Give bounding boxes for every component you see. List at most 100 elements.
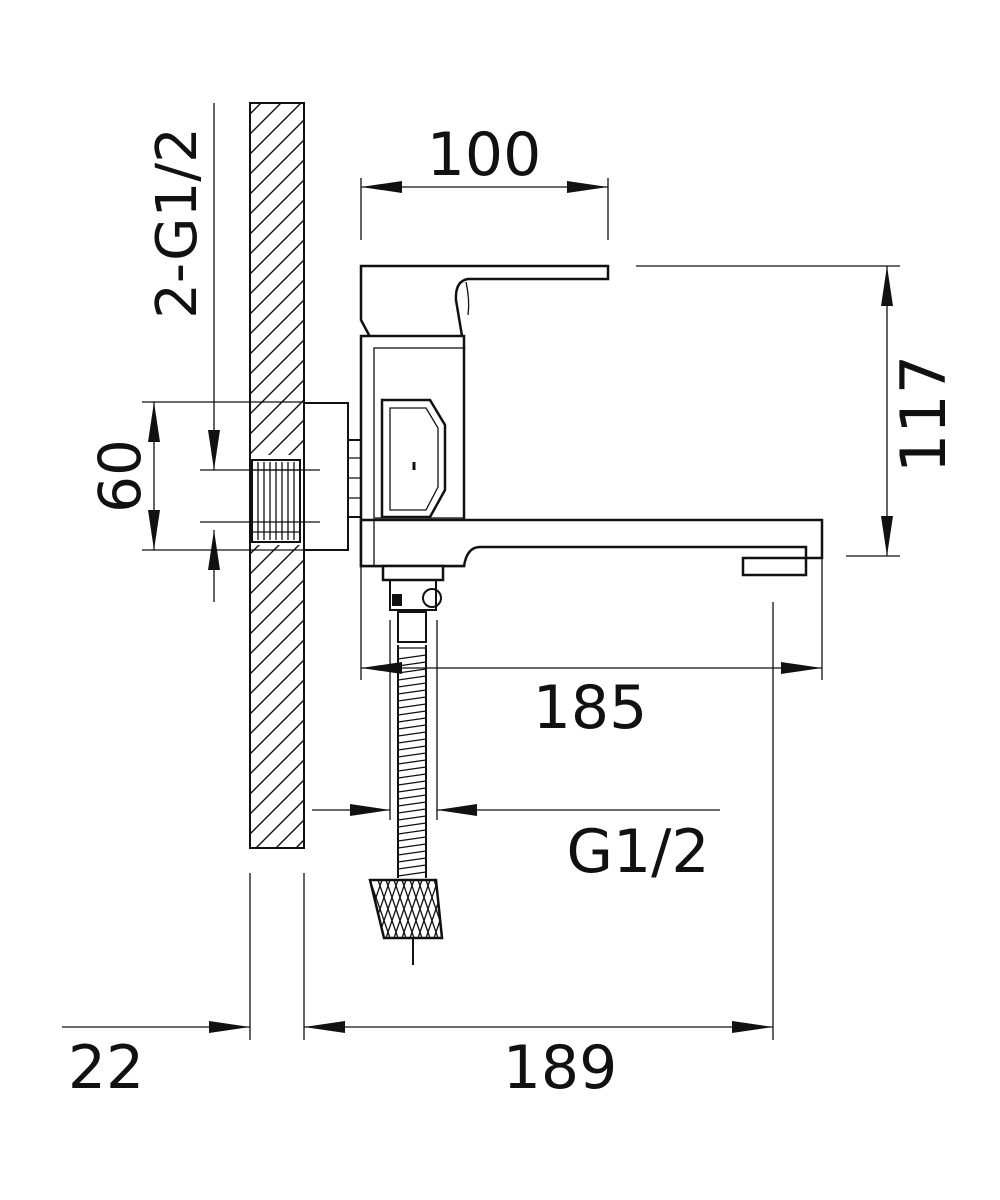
hatch-line [250,219,304,275]
knurl-line [385,880,407,938]
hatch-line [250,259,304,315]
label-top-width: 100 [427,120,542,190]
flexible-hose [368,611,444,965]
hatch-line [250,539,304,595]
hatch-line [250,759,304,815]
braid-line [397,857,427,863]
cartridge-window [380,398,447,519]
label-hose-thread: G1/2 [566,817,709,887]
dimension-inlet-thread: 2-G1/2 [145,103,320,602]
knurl-line [417,880,439,938]
hatch-line [250,103,282,135]
braid-line [397,850,427,856]
hatch-line [250,139,304,195]
hose-braiding [397,654,427,877]
braid-line [397,773,427,779]
dimension-height: 117 [636,265,960,557]
hatch-line [250,359,304,415]
braid-line [397,696,427,702]
aerator [741,556,808,577]
label-height: 117 [887,355,960,473]
dimension-spout-length: 185 [360,558,823,743]
hatch-line [250,239,304,295]
dimension-inlet-spacing: 60 [86,401,304,551]
braid-line [397,689,427,695]
braid-line [397,759,427,765]
braid-line [397,682,427,688]
hatch-line [250,103,262,115]
braid-line [397,801,427,807]
knurl-line [441,880,442,938]
knurl-line [409,880,431,938]
hatch-line [250,299,304,355]
hatch-line [250,119,304,175]
handle-curve [465,281,470,316]
label-spout-length: 185 [533,673,648,743]
threaded-nipple [251,459,301,543]
knurl-line [425,880,442,938]
braid-line [397,745,427,751]
hatch-line [250,679,304,735]
hatch-line [250,199,304,255]
hatch-line [250,860,304,914]
braid-line [397,654,427,660]
hatch-line [250,559,304,615]
braid-line [397,836,427,842]
braid-line [397,794,427,800]
faucet-body [359,264,824,611]
braid-line [397,808,427,814]
hatch-line [250,739,304,795]
hatch-line [250,399,304,455]
hatch-line [250,719,304,775]
hatch-line [255,799,304,848]
hatch-line [250,880,304,934]
knurl-line [393,880,415,938]
knurl-line [401,880,423,938]
hatch-line [250,103,302,155]
hatch-line [250,639,304,695]
braid-line [397,738,427,744]
hatch-line [250,159,304,215]
braid-line [397,871,427,877]
label-inlet-thread: 2-G1/2 [145,127,210,318]
braid-line [397,661,427,667]
braid-line [397,752,427,758]
hatch-line [250,699,304,755]
braid-line [397,766,427,772]
shank-base [381,564,445,582]
hatch-line [250,279,304,335]
braid-line [397,668,427,674]
hatch-line [250,179,304,235]
hatch-line [250,599,304,655]
braid-line [397,710,427,716]
hatch-line [250,659,304,715]
shank-nut [389,579,437,611]
label-projection: 189 [503,1033,618,1103]
braid-line [397,843,427,849]
wall-plate [303,402,349,551]
braid-line [397,815,427,821]
dimension-wall-and-projection: 22 189 [62,602,774,1103]
braid-line [397,829,427,835]
hatch-line [250,619,304,675]
dimension-top-width: 100 [360,120,609,240]
braid-line [397,703,427,709]
braid-line [397,780,427,786]
braid-line [397,717,427,723]
braid-line [397,675,427,681]
knurl-line [433,880,442,938]
braid-line [397,787,427,793]
hose-fitting-top [397,611,427,643]
braid-line [397,724,427,730]
braid-line [397,864,427,870]
hatch-line [250,339,304,395]
hatch-line [250,579,304,635]
hatch-line [250,379,304,435]
label-wall-thickness: 22 [68,1033,144,1103]
dimension-hose-thread: G1/2 [312,620,720,887]
braid-line [397,822,427,828]
braid-line [397,731,427,737]
hatch-line [250,319,304,375]
